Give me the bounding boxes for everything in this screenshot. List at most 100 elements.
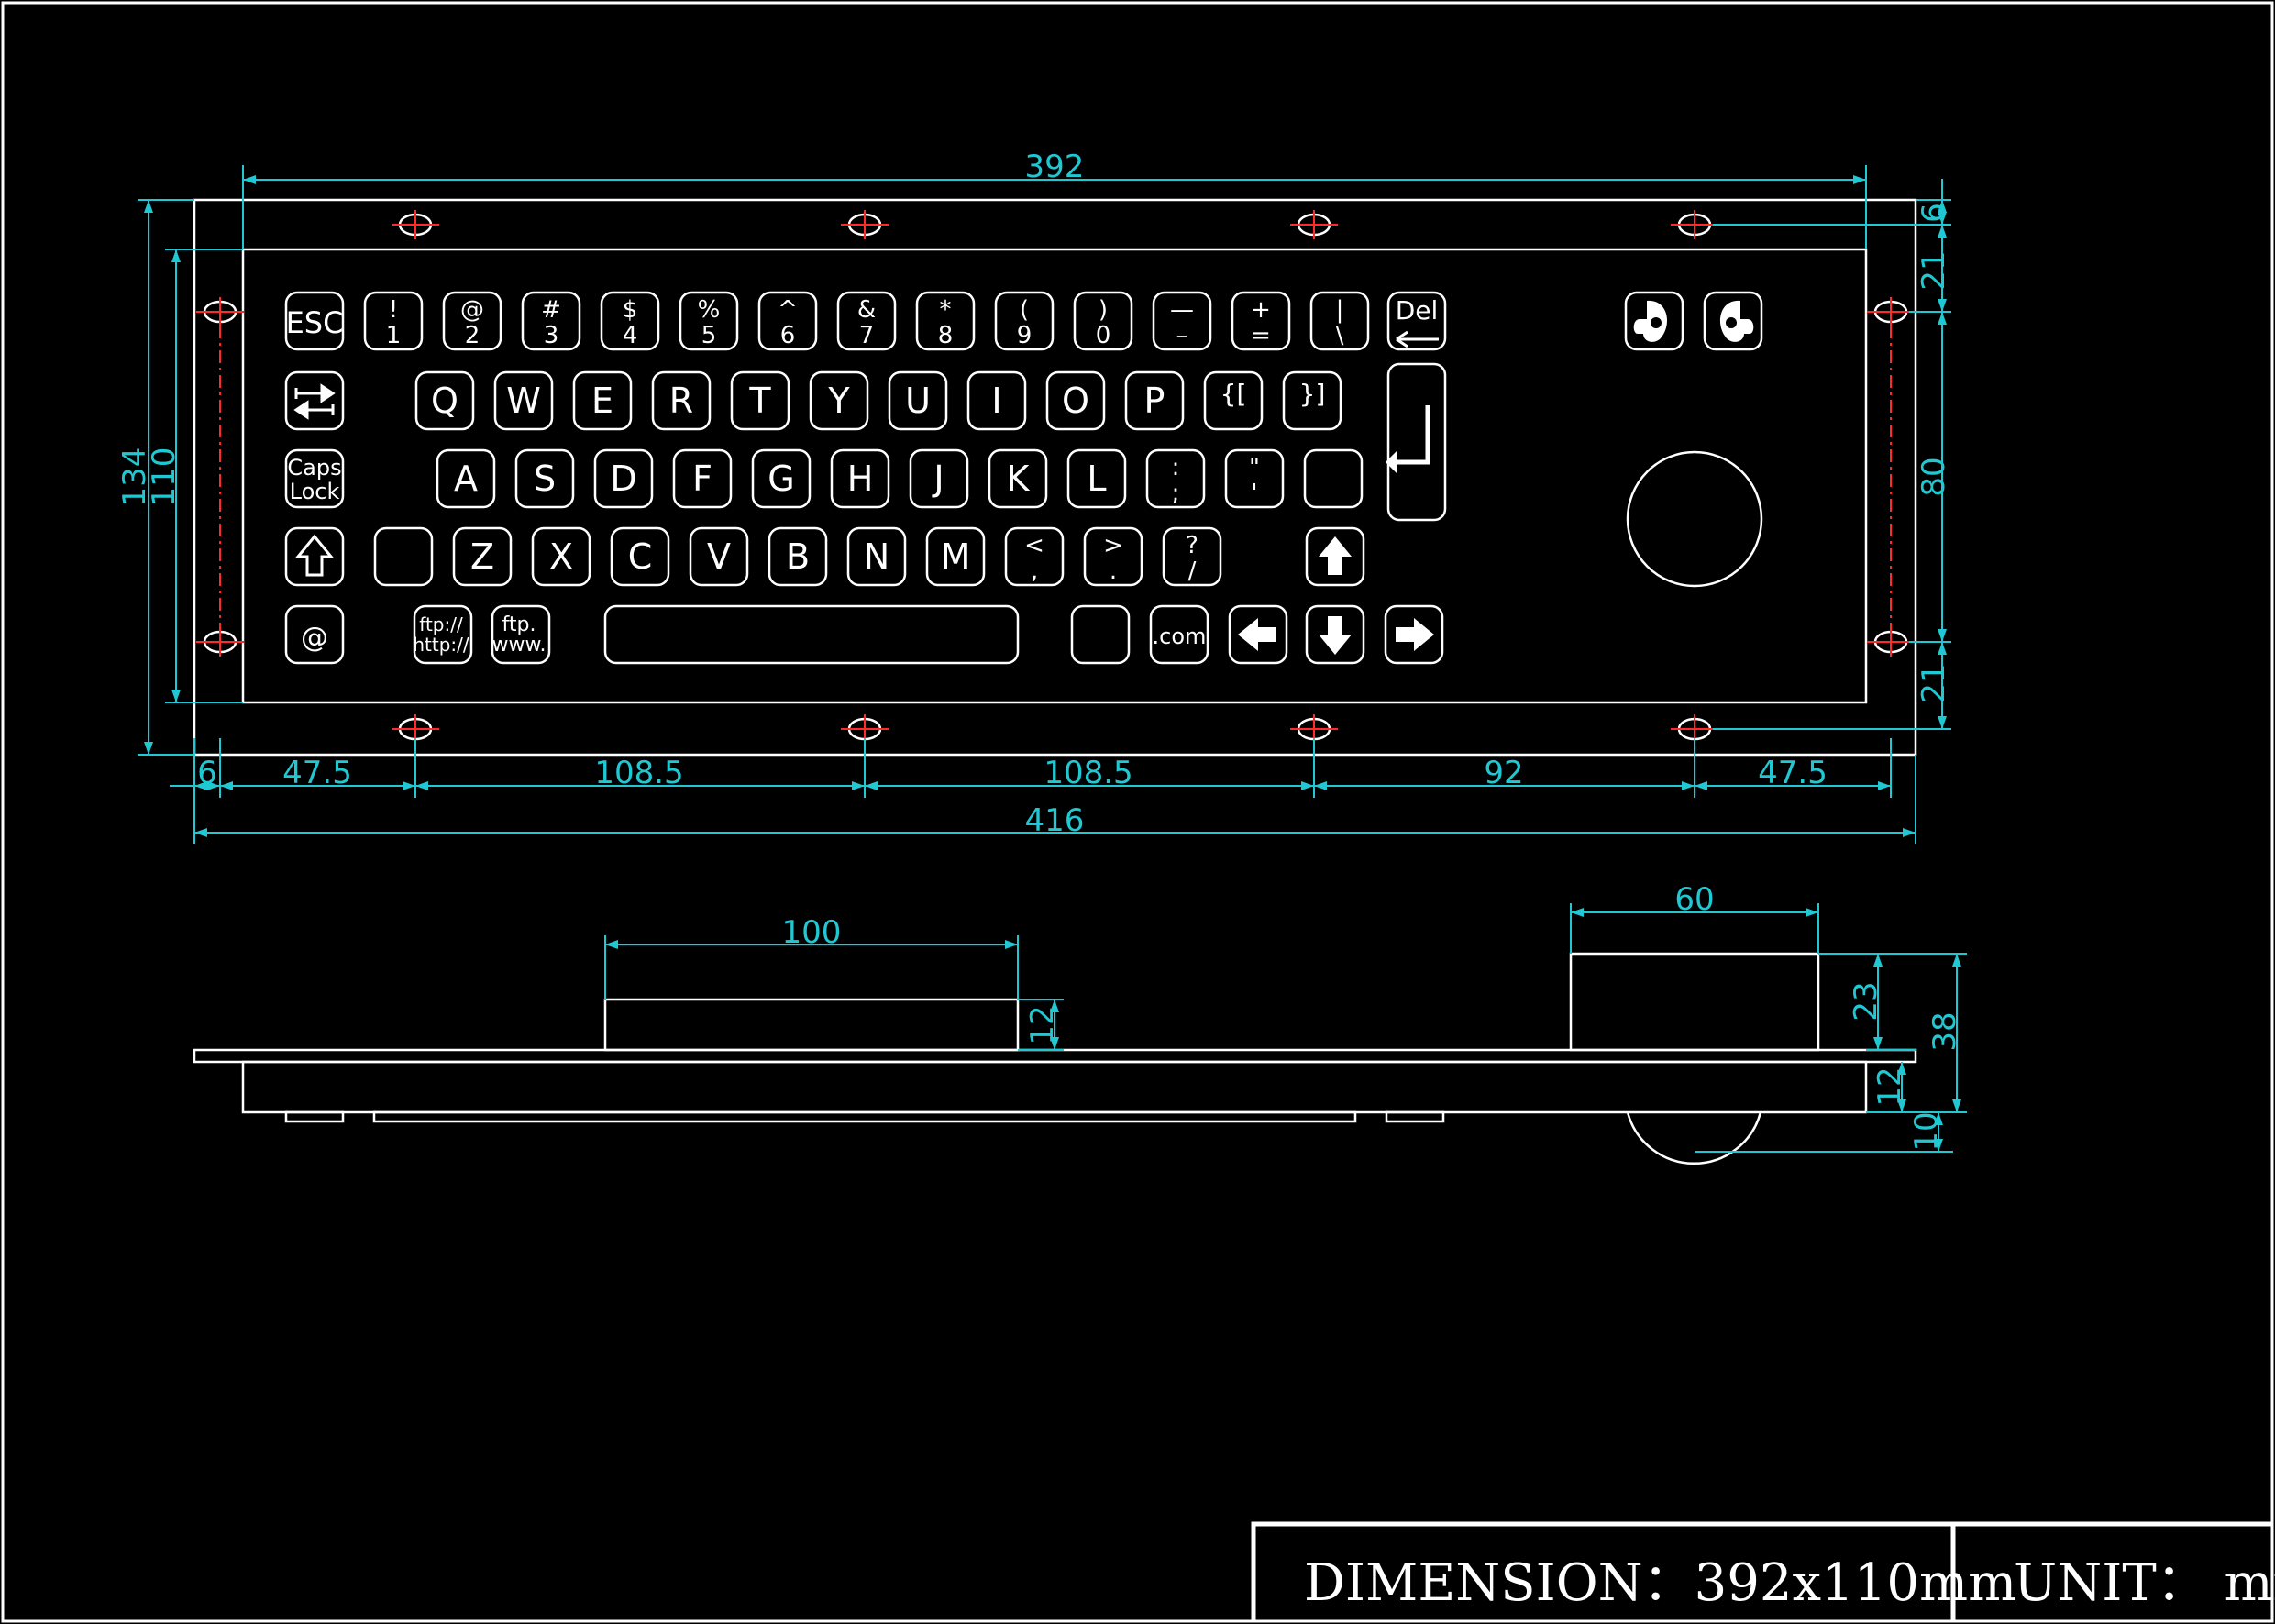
trackball[interactable] [1626, 450, 1763, 588]
key-quote-top: " [1249, 454, 1260, 481]
key-f[interactable]: F [672, 448, 733, 509]
hole-side-4 [1867, 627, 1915, 657]
key-semicolon[interactable]: :; [1145, 448, 1206, 509]
key-r1-11-bottom: – [1176, 322, 1188, 349]
hole-top-2 [841, 210, 889, 239]
key-r1-9-top: ( [1020, 296, 1029, 324]
key-bracket-1-label: {[ [1220, 379, 1247, 409]
key-backslash-bottom: \ [1336, 322, 1344, 349]
key-r1-3[interactable]: #3 [521, 291, 581, 351]
key-o[interactable]: O [1045, 370, 1106, 431]
key-n[interactable]: N [846, 526, 907, 587]
key-dotcom[interactable]: .com [1149, 604, 1209, 665]
key-r1-8[interactable]: *8 [915, 291, 976, 351]
mouse-left-button[interactable] [1624, 291, 1684, 351]
key-ftp-www[interactable]: ftp.www. [491, 604, 551, 665]
key-bracket-2[interactable]: }] [1282, 370, 1342, 431]
key-a[interactable]: A [436, 448, 496, 509]
key-o-label: O [1062, 381, 1089, 421]
key-d[interactable]: D [593, 448, 654, 509]
arrow-right-icon [1396, 618, 1434, 651]
hole-side-1 [196, 297, 244, 326]
key-b[interactable]: B [768, 526, 828, 587]
key-i-label: I [991, 381, 1001, 421]
key-arrow-left[interactable] [1228, 604, 1288, 665]
key-k[interactable]: K [988, 448, 1048, 509]
key-shift[interactable] [284, 526, 345, 587]
key-slash[interactable]: ?/ [1162, 526, 1222, 587]
key-arrow-down[interactable] [1305, 604, 1365, 665]
key-r1-10[interactable]: )0 [1073, 291, 1133, 351]
key-blank-2[interactable] [373, 526, 434, 587]
key-i[interactable]: I [966, 370, 1027, 431]
key-r1-5-top: % [698, 296, 721, 324]
key-r1-12[interactable]: += [1231, 291, 1291, 351]
key-esc[interactable]: ESC [284, 291, 345, 351]
key-r1-7[interactable]: &7 [836, 291, 897, 351]
key-h[interactable]: H [830, 448, 890, 509]
key-comma[interactable]: <, [1004, 526, 1065, 587]
key-bracket-1[interactable]: {[ [1203, 370, 1264, 431]
key-arrow-up[interactable] [1305, 526, 1365, 587]
key-r1-5[interactable]: %5 [679, 291, 739, 351]
key-r1-9[interactable]: (9 [994, 291, 1055, 351]
arrow-down-icon [1319, 616, 1352, 655]
key-v[interactable]: V [689, 526, 749, 587]
key-c[interactable]: C [610, 526, 670, 587]
key-l[interactable]: L [1066, 448, 1127, 509]
key-y[interactable]: Y [809, 370, 869, 431]
key-r1-2[interactable]: @2 [442, 291, 502, 351]
side-body [241, 1060, 1868, 1114]
key-r1-11[interactable]: —– [1152, 291, 1212, 351]
key-b-label: B [786, 536, 810, 577]
key-z[interactable]: Z [452, 526, 513, 587]
key-q[interactable]: Q [414, 370, 475, 431]
dim-overall-height: 134 [116, 447, 153, 507]
title-block-frame [1251, 1521, 2272, 1621]
key-blank-1[interactable] [1303, 448, 1364, 509]
key-w[interactable]: W [493, 370, 554, 431]
key-at[interactable]: @ [284, 604, 345, 665]
key-r[interactable]: R [651, 370, 712, 431]
key-s[interactable]: S [514, 448, 575, 509]
dim-right-hole-spacing: 80 [1916, 457, 1952, 496]
key-ftp-http[interactable]: ftp://http:// [413, 604, 473, 665]
key-l-label: L [1087, 458, 1106, 499]
key-m[interactable]: M [925, 526, 986, 587]
left-mouse-button-icon [1633, 300, 1668, 342]
key-r1-12-top: + [1251, 296, 1271, 324]
key-y-label: Y [827, 381, 850, 421]
key-backslash[interactable]: |\ [1309, 291, 1370, 351]
mouse-right-button[interactable] [1703, 291, 1763, 351]
side-trackball-housing [1569, 952, 1820, 1052]
key-u[interactable]: U [888, 370, 948, 431]
key-blank-3[interactable] [1070, 604, 1131, 665]
key-r1-4[interactable]: $4 [600, 291, 660, 351]
key-del[interactable]: Del [1386, 291, 1447, 351]
key-r1-3-bottom: 3 [544, 322, 559, 349]
key-quote[interactable]: "' [1224, 448, 1285, 509]
key-r1-1-top: ! [389, 296, 398, 324]
key-g[interactable]: G [751, 448, 812, 509]
key-x[interactable]: X [531, 526, 591, 587]
dim-bottom-spacing-3: 108.5 [1044, 755, 1132, 791]
key-enter[interactable] [1386, 362, 1447, 522]
key-period[interactable]: >. [1083, 526, 1143, 587]
hole-top-3 [1290, 210, 1338, 239]
key-semicolon-top: : [1172, 454, 1180, 481]
key-t[interactable]: T [730, 370, 790, 431]
key-p[interactable]: P [1124, 370, 1185, 431]
key-arrow-right[interactable] [1384, 604, 1444, 665]
key-j[interactable]: J [909, 448, 969, 509]
key-r1-1[interactable]: !1 [363, 291, 424, 351]
key-spacebar[interactable] [603, 604, 1020, 665]
key-e[interactable]: E [572, 370, 633, 431]
dim-side-trackball-width: 60 [1674, 881, 1714, 918]
key-comma-top: < [1024, 532, 1044, 559]
key-tab[interactable] [284, 370, 345, 431]
key-period-bottom: . [1110, 558, 1117, 585]
key-r1-6[interactable]: ^6 [757, 291, 818, 351]
